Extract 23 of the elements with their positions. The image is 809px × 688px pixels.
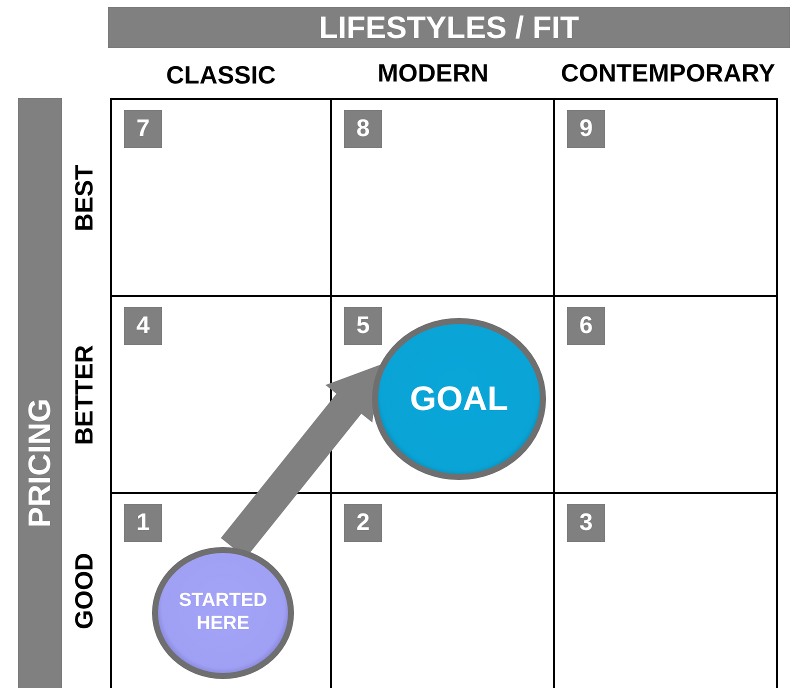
- cell-number-badge: 3: [567, 504, 605, 542]
- cell-number-badge: 4: [124, 307, 162, 345]
- cell-number-badge: 6: [567, 307, 605, 345]
- row-label: GOOD: [70, 552, 100, 630]
- column-label: MODERN: [377, 60, 489, 88]
- goal-text: GOAL: [410, 378, 508, 420]
- side-band: [18, 98, 62, 688]
- cell-number-badge: 5: [344, 307, 382, 345]
- column-label: CONTEMPORARY: [560, 60, 776, 88]
- header-text: LIFESTYLES / FIT: [318, 10, 580, 46]
- cell-number-badge: 1: [124, 504, 162, 542]
- row-label: BETTER: [70, 345, 100, 445]
- cell-number-badge: 7: [124, 110, 162, 148]
- column-label: CLASSIC: [166, 62, 276, 90]
- cell-number-badge: 9: [567, 110, 605, 148]
- grid-cell: [110, 98, 332, 297]
- row-label: BEST: [70, 164, 100, 232]
- side-text: PRICING: [22, 398, 58, 528]
- grid-cell: [553, 98, 778, 297]
- start-text: STARTED HERE: [178, 590, 268, 636]
- cell-number-badge: 2: [344, 504, 382, 542]
- header-band: [108, 7, 790, 48]
- cell-number-badge: 8: [344, 110, 382, 148]
